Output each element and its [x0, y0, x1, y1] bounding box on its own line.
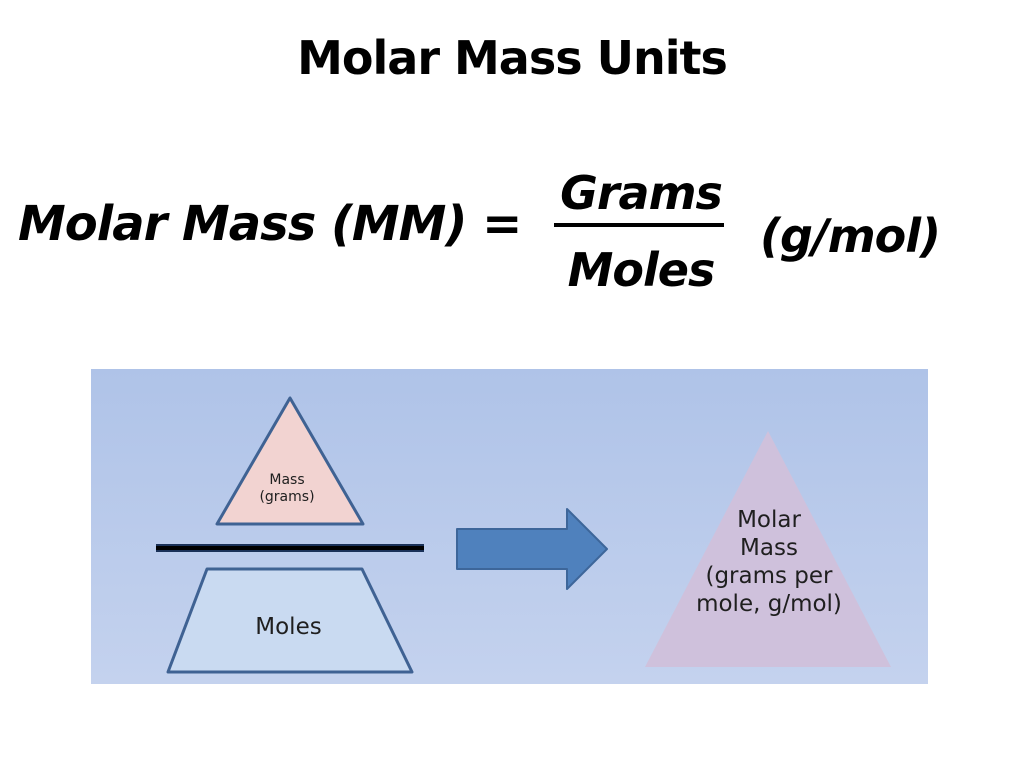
molar-mass-triangle — [645, 431, 891, 667]
molar-mass-label-text: Molar Mass (grams per mole, g/mol) — [696, 507, 842, 617]
formula-unit: (g/mol) — [760, 209, 941, 263]
mass-triangle-label: Mass (grams) — [241, 472, 333, 506]
formula-lhs: Molar Mass (MM) = — [18, 196, 522, 252]
right-arrow-icon — [456, 508, 608, 590]
molar-mass-triangle-label: Molar Mass (grams per mole, g/mol) — [654, 506, 884, 618]
mass-label-text: Mass (grams) — [259, 472, 315, 505]
fraction-denominator: Moles — [567, 243, 716, 297]
mass-triangle — [215, 396, 365, 526]
fraction-bar — [554, 223, 724, 227]
moles-trapezoid-label: Moles — [255, 614, 322, 640]
fraction-numerator: Grams — [560, 166, 723, 220]
moles-trapezoid — [166, 567, 414, 674]
slide-title: Molar Mass Units — [297, 31, 728, 85]
diagram-panel: Mass (grams) Moles Molar Mass (grams per… — [91, 369, 928, 684]
diagram-shapes — [156, 396, 891, 674]
